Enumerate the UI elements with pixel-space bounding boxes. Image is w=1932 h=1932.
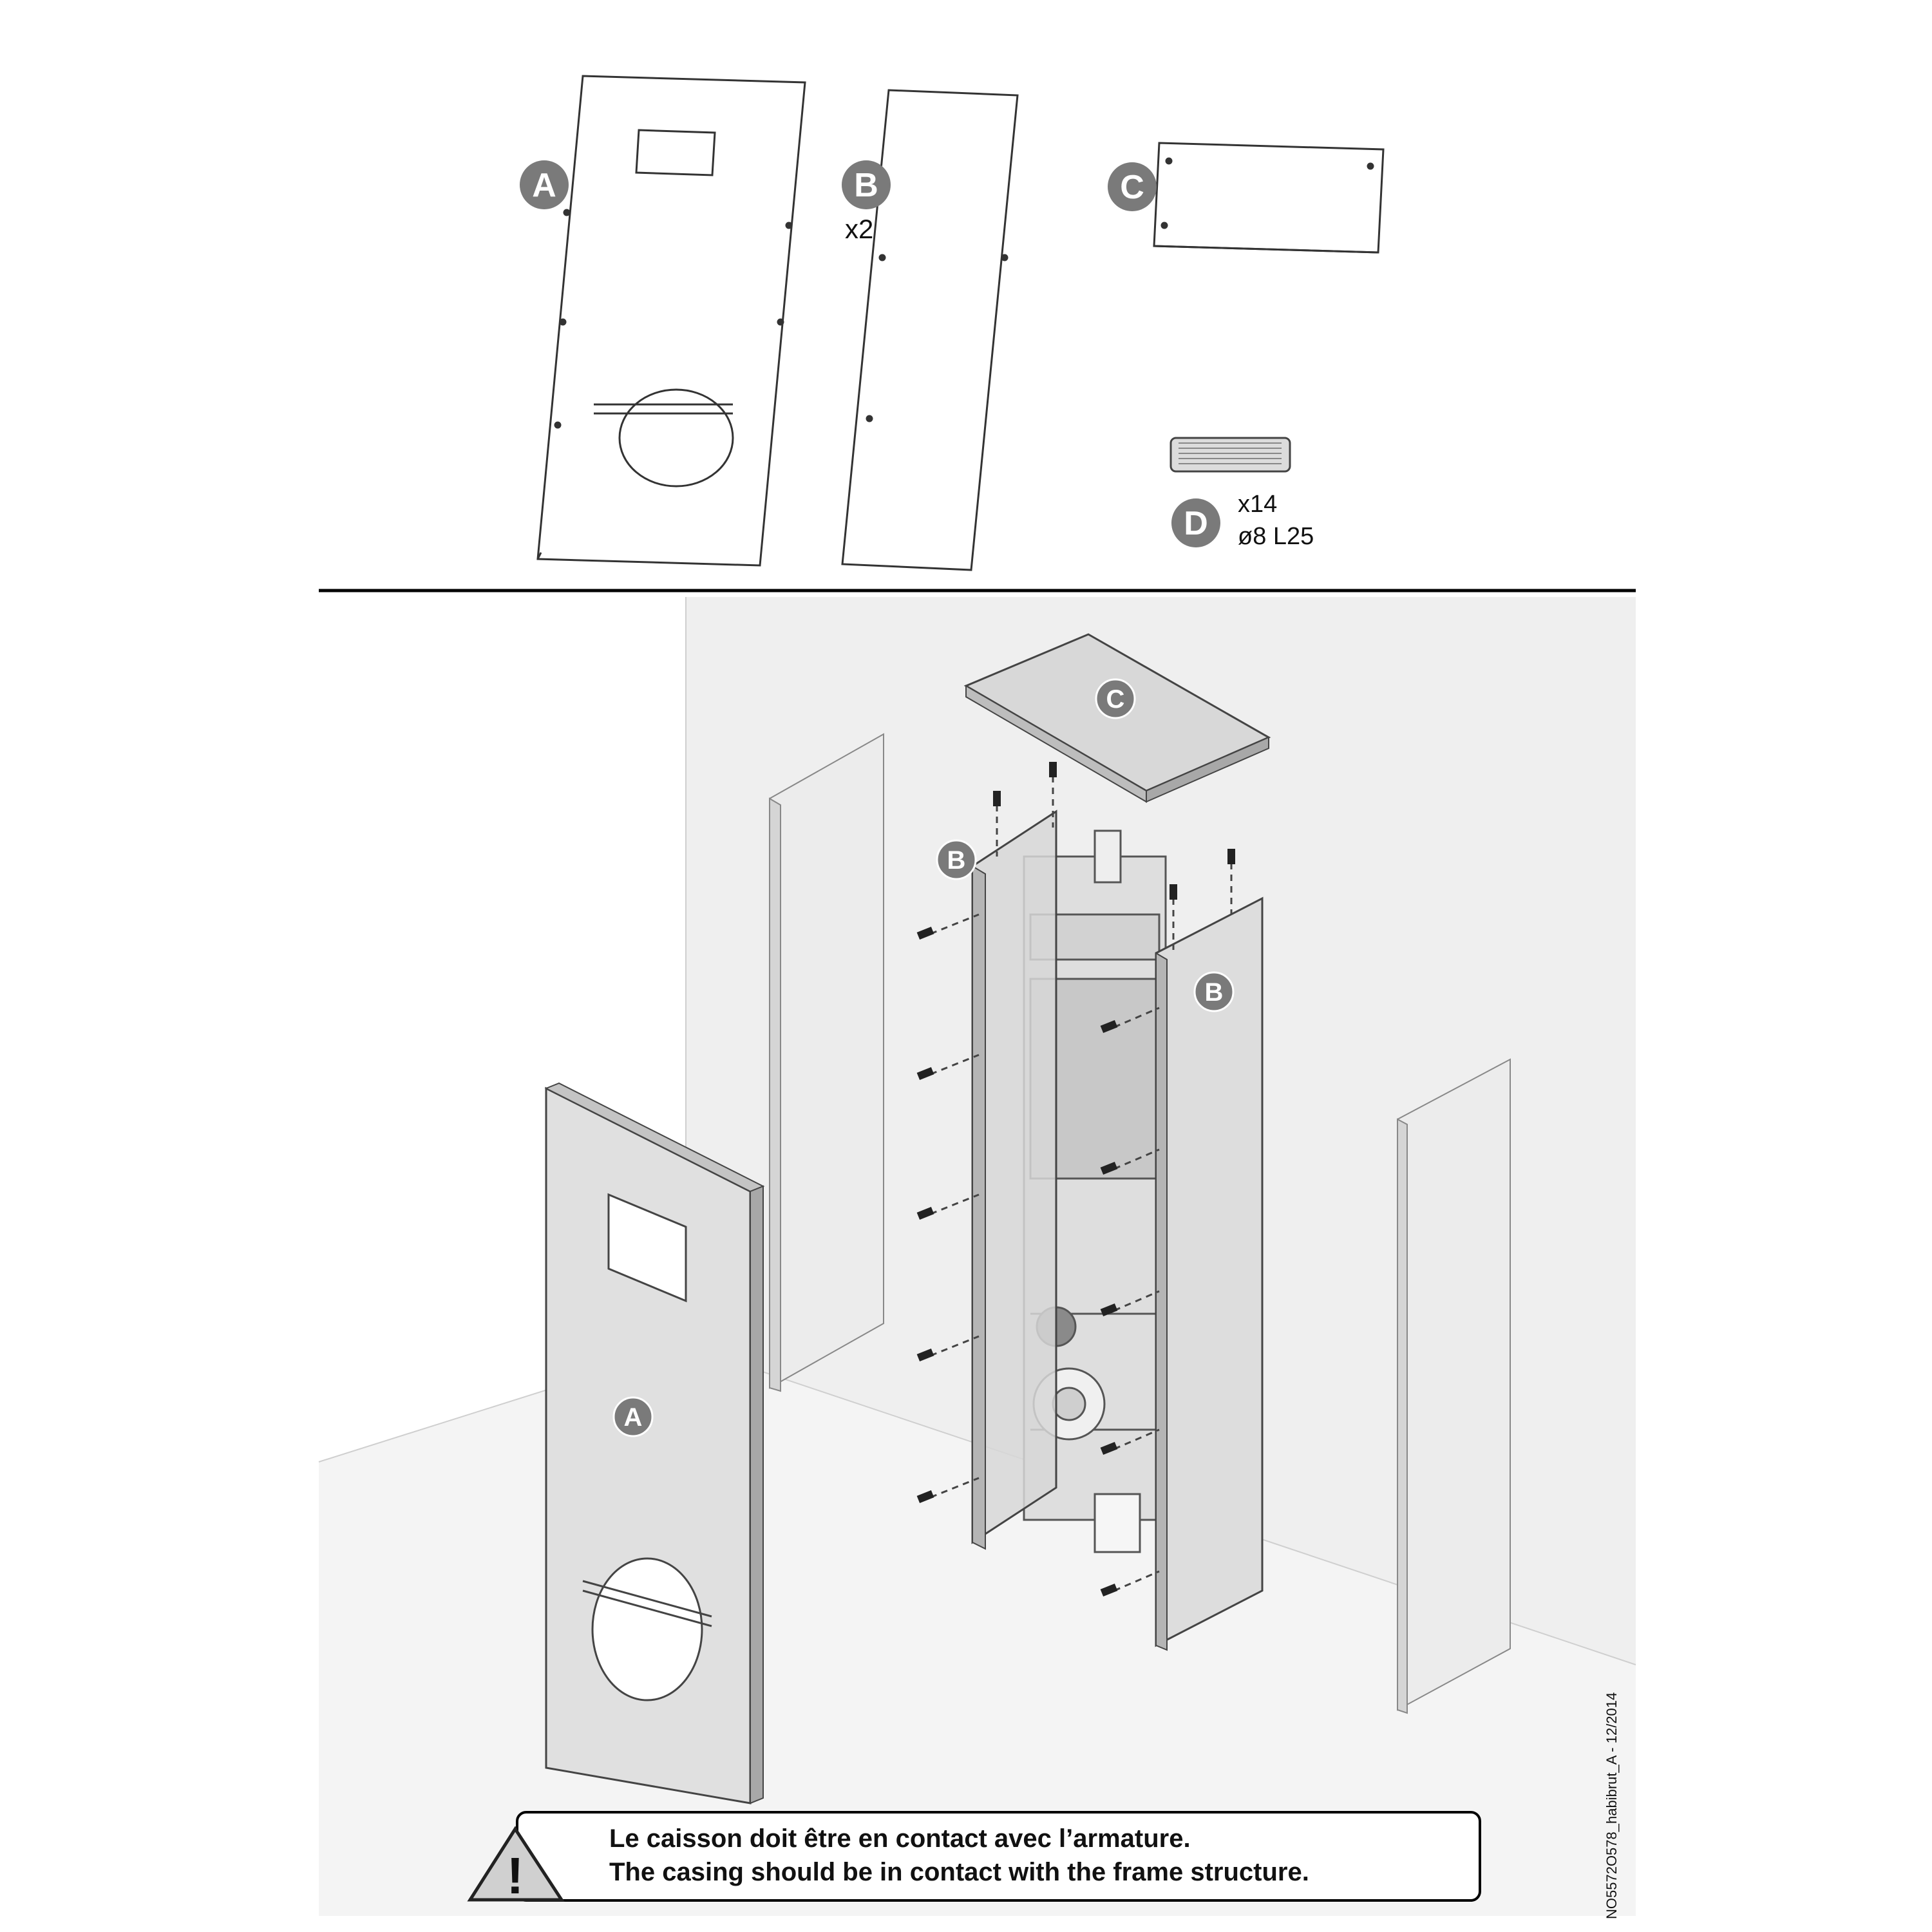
part-a-badge: A	[520, 160, 569, 209]
part-d-dowel	[1170, 437, 1291, 473]
svg-text:B: B	[1205, 978, 1224, 1007]
svg-text:B: B	[947, 846, 966, 875]
assembly-panel-b-left	[971, 810, 1057, 1550]
assembly-label-b-left: B	[936, 839, 977, 880]
warning-text-en: The casing should be in contact with the…	[609, 1858, 1309, 1886]
warning-notice: ! Le caisson doit être en contact avec l…	[467, 1811, 1481, 1904]
dowel-guides	[930, 776, 1233, 1592]
warning-icon: !	[467, 1826, 565, 1904]
part-c-letter: C	[1120, 169, 1144, 206]
part-b-badge: B	[842, 160, 891, 209]
document-reference: NO5572O578_habibrut_A - 12/2014	[1604, 1692, 1620, 1919]
part-b-letter: B	[854, 167, 878, 204]
dowels	[916, 762, 1235, 1597]
svg-text:!: !	[507, 1847, 524, 1904]
assembly-label-b-right: B	[1193, 971, 1235, 1012]
parts-list: A B x2 C	[520, 75, 1385, 571]
part-b-quantity: x2	[845, 214, 873, 244]
assembly-panel-a	[544, 1082, 765, 1804]
part-c-drawing	[1153, 142, 1385, 254]
assembly-view: C B	[318, 597, 1636, 1919]
part-a-drawing	[536, 75, 806, 567]
part-c-badge: C	[1108, 162, 1157, 211]
part-a-letter: A	[532, 167, 556, 204]
assembly-label-a: A	[612, 1396, 654, 1437]
assembly-panel-b-right	[1155, 896, 1264, 1651]
svg-text:A: A	[624, 1403, 643, 1432]
part-d-letter: D	[1184, 505, 1208, 542]
assembly-label-c: C	[1095, 678, 1136, 719]
part-d-badge: D	[1171, 498, 1220, 547]
ghost-side-panel-right	[1397, 1058, 1511, 1711]
part-d-spec: ø8 L25	[1238, 523, 1314, 550]
ghost-side-panel-left	[769, 733, 884, 1389]
warning-text-fr: Le caisson doit être en contact avec l’a…	[609, 1824, 1191, 1853]
part-b-drawing	[841, 89, 1019, 571]
svg-text:C: C	[1106, 685, 1125, 714]
part-d-quantity: x14	[1238, 491, 1277, 518]
